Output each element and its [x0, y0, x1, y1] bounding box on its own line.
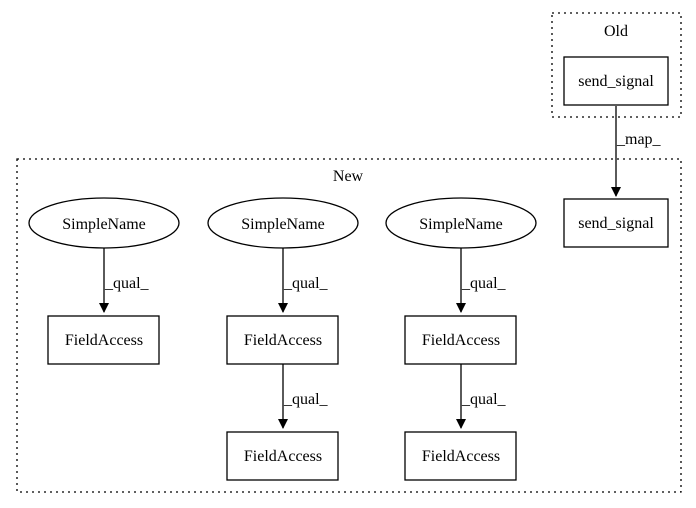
- node-fieldaccess-2b[interactable]: FieldAccess: [226, 431, 339, 481]
- node-new-send-signal-label: send_signal: [578, 215, 654, 232]
- node-new-send-signal[interactable]: send_signal: [563, 198, 669, 248]
- edge-qual-3a: _qual_: [456, 248, 507, 313]
- edge-qual-1: _qual_: [99, 248, 150, 313]
- node-fieldaccess-2a[interactable]: FieldAccess: [226, 315, 339, 365]
- edge-qual-1-label: _qual_: [104, 275, 150, 292]
- cluster-new-label: New: [333, 168, 364, 185]
- edge-qual-2a-label: _qual_: [283, 275, 329, 292]
- node-fieldaccess-2b-label: FieldAccess: [244, 448, 322, 465]
- cluster-new: New: [16, 158, 682, 493]
- node-simplename-2[interactable]: SimpleName: [207, 197, 359, 249]
- edge-map-label: _map_: [616, 131, 662, 148]
- node-simplename-1[interactable]: SimpleName: [28, 197, 180, 249]
- node-simplename-3-label: SimpleName: [419, 216, 503, 233]
- node-simplename-2-label: SimpleName: [241, 216, 325, 233]
- edge-qual-3a-label: _qual_: [461, 275, 507, 292]
- edge-qual-2b: _qual_: [278, 364, 329, 429]
- node-fieldaccess-1-label: FieldAccess: [65, 332, 143, 349]
- edge-qual-3b-label: _qual_: [461, 391, 507, 408]
- edge-map: _map_: [611, 106, 662, 197]
- cluster-old: Old: [551, 12, 682, 118]
- node-old-send-signal-label: send_signal: [578, 73, 654, 90]
- node-fieldaccess-3b[interactable]: FieldAccess: [404, 431, 517, 481]
- node-fieldaccess-3a[interactable]: FieldAccess: [404, 315, 517, 365]
- node-fieldaccess-2a-label: FieldAccess: [244, 332, 322, 349]
- node-old-send-signal[interactable]: send_signal: [563, 56, 669, 106]
- edge-qual-2a: _qual_: [278, 248, 329, 313]
- edge-qual-3b: _qual_: [456, 364, 507, 429]
- node-simplename-3[interactable]: SimpleName: [385, 197, 537, 249]
- node-simplename-1-label: SimpleName: [62, 216, 146, 233]
- node-fieldaccess-1[interactable]: FieldAccess: [47, 315, 160, 365]
- cluster-old-label: Old: [604, 23, 628, 40]
- node-fieldaccess-3b-label: FieldAccess: [422, 448, 500, 465]
- edge-qual-2b-label: _qual_: [283, 391, 329, 408]
- node-fieldaccess-3a-label: FieldAccess: [422, 332, 500, 349]
